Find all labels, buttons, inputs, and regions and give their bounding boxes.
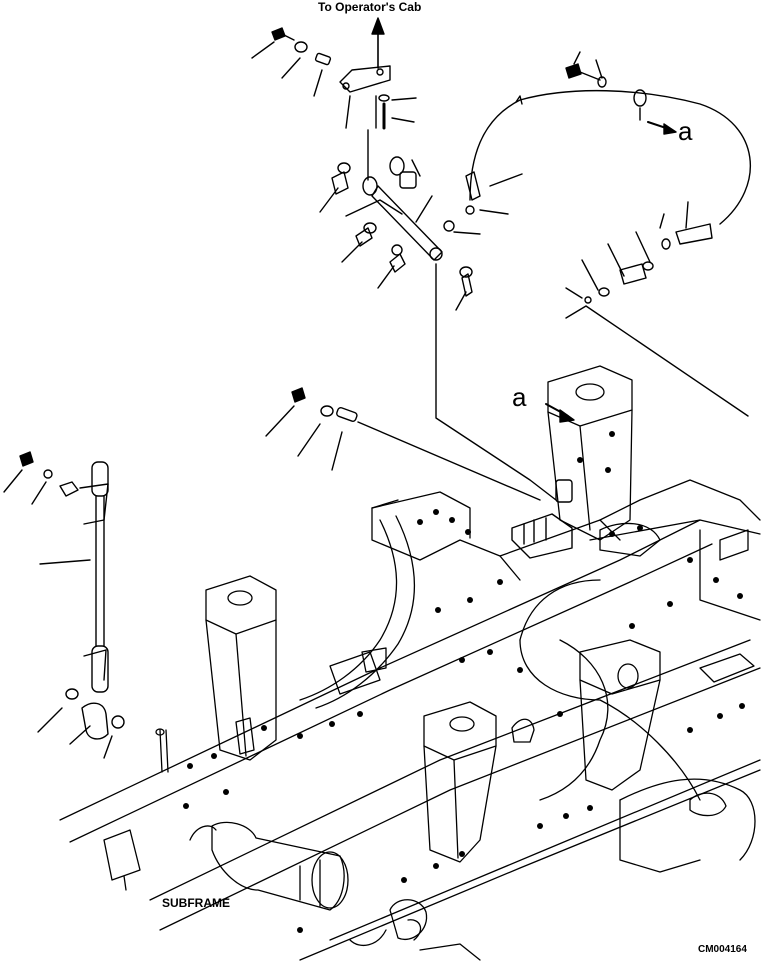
drawing-code: CM004164: [698, 944, 747, 955]
linkage-leader-line: [435, 263, 557, 501]
upper-bracket-assembly: [251, 17, 417, 130]
frame-bolt-holes: [183, 431, 745, 933]
control-cable: [465, 51, 752, 417]
lever-assembly: [319, 129, 481, 311]
main-frame: [59, 365, 761, 961]
subframe-label: SUBFRAME: [162, 896, 230, 910]
tie-rod: [3, 451, 125, 759]
to-operators-cab-label: To Operator's Cab: [318, 0, 422, 14]
callout-a-lower: a: [512, 382, 527, 412]
pivot-bracket: [265, 387, 575, 559]
callout-a-upper: a: [678, 116, 693, 146]
